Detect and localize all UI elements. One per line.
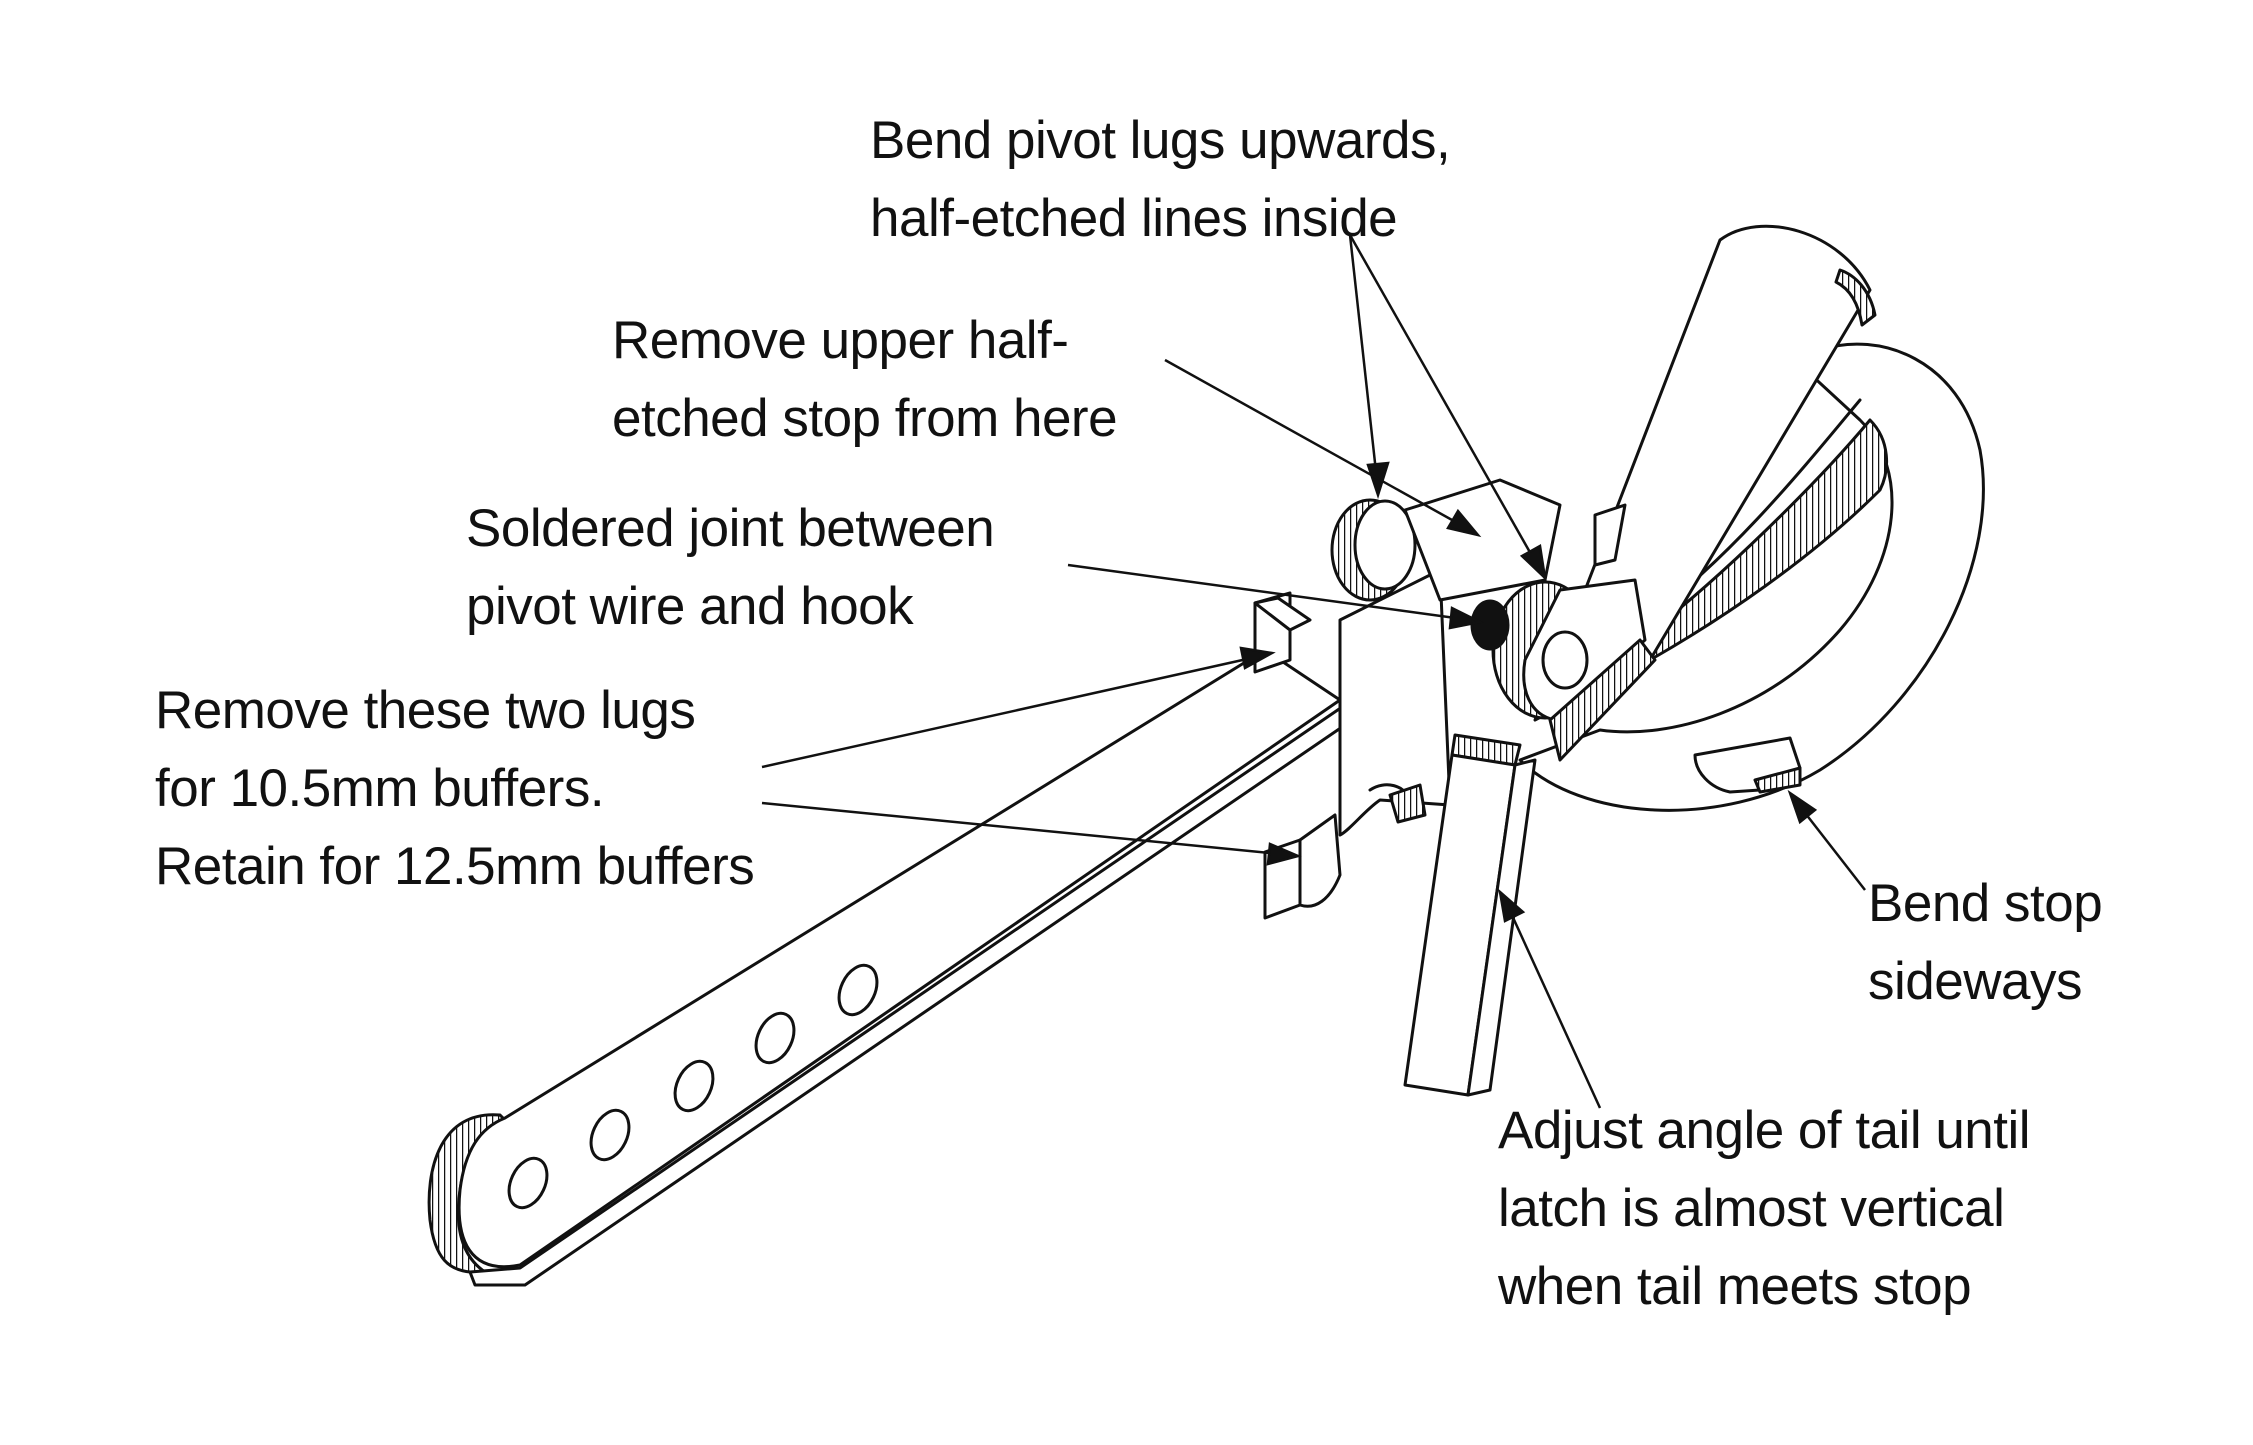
- label-line: for 10.5mm buffers.: [155, 759, 605, 818]
- bar-hole: [673, 1059, 715, 1113]
- leader-lines: [761, 234, 1866, 1109]
- latch-tail: [1403, 733, 1537, 1097]
- label-line: latch is almost vertical: [1498, 1179, 2005, 1238]
- label-bend-pivot-lugs: Bend pivot lugs upwards, half-etched lin…: [870, 102, 1451, 258]
- label-line: etched stop from here: [612, 389, 1118, 448]
- label-remove-upper-stop: Remove upper half- etched stop from here: [612, 302, 1118, 458]
- pivot-pin: [1593, 503, 1627, 567]
- label-remove-lugs: Remove these two lugs for 10.5mm buffers…: [155, 672, 755, 906]
- bar-hole: [837, 963, 879, 1017]
- label-line: when tail meets stop: [1498, 1257, 1972, 1316]
- label-line: Bend pivot lugs upwards,: [870, 111, 1451, 170]
- pivot-lug-front: [1470, 578, 1657, 762]
- label-adjust-angle: Adjust angle of tail until latch is almo…: [1498, 1092, 2031, 1326]
- label-line: half-etched lines inside: [870, 189, 1398, 248]
- tail-side: [1466, 758, 1537, 1097]
- bar-hole: [589, 1108, 631, 1162]
- label-bend-stop: Bend stop sideways: [1868, 865, 2103, 1021]
- label-line: pivot wire and hook: [466, 577, 914, 636]
- bar-hole: [754, 1011, 796, 1065]
- pivot-lug-flat: [1548, 638, 1657, 762]
- label-line: Retain for 12.5mm buffers: [155, 837, 755, 896]
- label-soldered-joint: Soldered joint between pivot wire and ho…: [466, 490, 995, 646]
- bar-hole: [507, 1156, 549, 1210]
- body-knurl: [1388, 783, 1427, 824]
- hook-outer: [1518, 342, 1985, 812]
- hook-arm-end: [1834, 268, 1877, 327]
- label-line: Remove upper half-: [612, 311, 1069, 370]
- pivot-hole: [1541, 630, 1589, 690]
- label-line: sideways: [1868, 952, 2082, 1011]
- hook-body: [1253, 568, 1452, 920]
- lower-lug-face: [1298, 813, 1342, 908]
- pivot-lug-rear: [1330, 478, 1627, 602]
- bar-top-face: [457, 648, 1342, 1269]
- upper-lug-top: [1253, 596, 1312, 632]
- label-line: Remove these two lugs: [155, 681, 696, 740]
- stop-tab: [1693, 736, 1802, 794]
- body-side: [1338, 568, 1452, 837]
- solder-joint: [1470, 599, 1510, 651]
- hook-inner-band: [1638, 418, 1889, 662]
- label-line: Bend stop: [1868, 874, 2103, 933]
- label-line: Soldered joint between: [466, 499, 995, 558]
- label-line: Adjust angle of tail until: [1498, 1101, 2031, 1160]
